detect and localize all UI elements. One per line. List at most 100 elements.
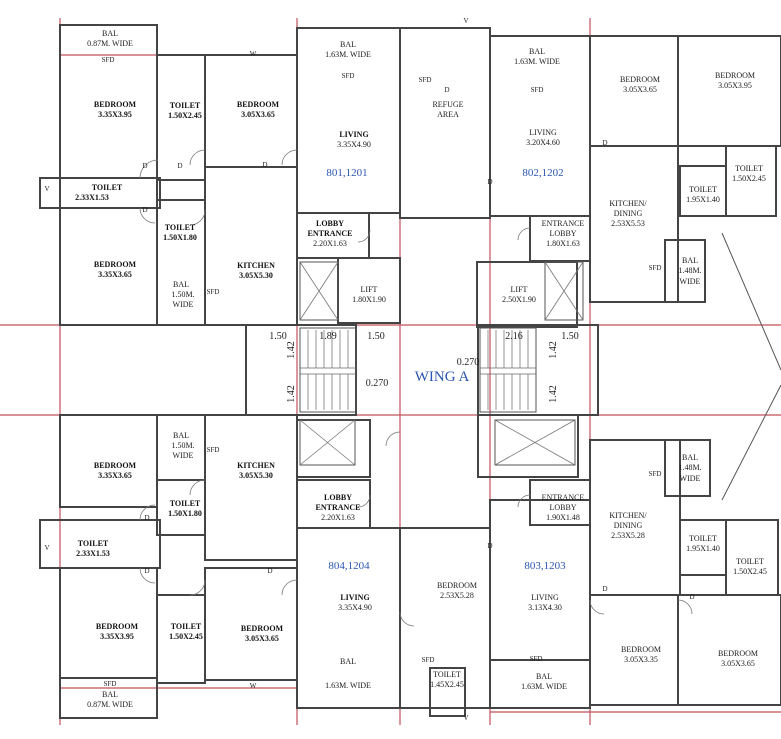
toilet-bot-b-label: TOILET xyxy=(78,539,109,548)
tag-v: V xyxy=(44,185,49,193)
bedroom-803-label: BEDROOM xyxy=(437,581,477,590)
toilet-803a-label: TOILET xyxy=(689,534,717,543)
bal-148-top-dim: 1.48M. xyxy=(678,266,701,275)
living-804-label: LIVING xyxy=(340,593,369,602)
living-803-dim: 3.13X4.30 xyxy=(528,603,562,612)
toilet-803b-label: TOILET xyxy=(736,557,764,566)
tag-d: D xyxy=(602,585,607,593)
tag-d: D xyxy=(602,139,607,147)
bal-802-label: BAL xyxy=(529,47,545,56)
bal-148-bot-dim2: WIDE xyxy=(680,474,701,483)
dim-270-a: 0.270 xyxy=(457,357,480,368)
dim-270-b: 0.270 xyxy=(366,378,389,389)
unit-802-label: 802,1202 xyxy=(522,167,563,179)
living-803-label: LIVING xyxy=(531,593,559,602)
living-802-dim: 3.20X4.60 xyxy=(526,138,560,147)
tag-v: V xyxy=(44,544,49,552)
bal-148-top-label: BAL xyxy=(682,256,698,265)
tag-d: D xyxy=(142,206,147,214)
bedroom-top-c-label: BEDROOM xyxy=(94,260,137,269)
lobby-804-dim: 2.20X1.63 xyxy=(321,513,355,522)
bal-150-bot-dim: 1.50M. xyxy=(171,441,194,450)
tag-v: V xyxy=(463,714,468,722)
tag-sfd: SFD xyxy=(419,76,432,84)
toilet-bot-c-dim: 1.50X1.80 xyxy=(168,509,202,518)
bal-801-dim: 1.63M. WIDE xyxy=(325,50,371,59)
tag-sfd: SFD xyxy=(102,56,115,64)
bedroom-802b-dim: 3.05X3.95 xyxy=(718,81,752,90)
bal-804-label: BAL xyxy=(340,657,356,666)
tag-d: D xyxy=(267,567,272,575)
bedroom-803b-dim: 3.05X3.65 xyxy=(721,659,755,668)
bal-150-bot-dim2: WIDE xyxy=(173,451,194,460)
core-dimensions: 1.50 1.89 1.50 2.16 1.50 1.42 1.42 1.42 … xyxy=(269,331,579,403)
bal-148-bot-label: BAL xyxy=(682,453,698,462)
toilet-bot-b-dim: 2.33X1.53 xyxy=(76,549,110,558)
kitchen-802-dim: 2.53X5.53 xyxy=(611,219,645,228)
kitchen-802-label: KITCHEN/ xyxy=(609,199,647,208)
bedroom-bot-a-dim: 3.35X3.95 xyxy=(100,632,134,641)
bedroom-802a-dim: 3.05X3.65 xyxy=(623,85,657,94)
tag-sfd: SFD xyxy=(649,264,662,272)
toilet-top-c-label: TOILET xyxy=(165,223,196,232)
lobby-801-dim: 2.20X1.63 xyxy=(313,239,347,248)
opening-tags: SFD SFD SFD SFD SFD SFD SFD SFD SFD SFD … xyxy=(44,17,694,722)
toilet-803a-dim: 1.95X1.40 xyxy=(686,544,720,553)
bal-148-bot-dim: 1.48M. xyxy=(678,463,701,472)
toilet-top-c-dim: 1.50X1.80 xyxy=(163,233,197,242)
bal-803-dim: 1.63M. WIDE xyxy=(521,682,567,691)
bedroom-802a-label: BEDROOM xyxy=(620,75,660,84)
kitchen-803-label-2: DINING xyxy=(614,521,643,530)
bedroom-803a-dim: 3.05X3.35 xyxy=(624,655,658,664)
bal-087-bot-dim: 0.87M. WIDE xyxy=(87,700,133,709)
bal-087-top-label: BAL xyxy=(102,29,118,38)
entrance-802-label: ENTRANCE xyxy=(542,219,585,228)
living-801-dim: 3.35X4.90 xyxy=(337,140,371,149)
lift-left-label: LIFT xyxy=(361,285,378,294)
unit-801-label: 801,1201 xyxy=(326,167,367,179)
tag-d: D xyxy=(444,86,449,94)
tag-sfd: SFD xyxy=(649,470,662,478)
entrance-803-dim: 1.90X1.48 xyxy=(546,513,580,522)
bedroom-803-dim: 2.53X5.28 xyxy=(440,591,474,600)
red-grid-lines xyxy=(0,18,781,725)
toilet-bot-a-label: TOILET xyxy=(171,622,202,631)
facade-diagonals xyxy=(721,232,781,501)
bedroom-803b-label: BEDROOM xyxy=(718,649,758,658)
tag-sfd: SFD xyxy=(342,72,355,80)
staircases xyxy=(299,327,537,413)
kitchen-bot-dim: 3.05X5.30 xyxy=(239,471,273,480)
unit-804-label: 804,1204 xyxy=(328,560,370,572)
bedroom-bot-b-label: BEDROOM xyxy=(241,624,284,633)
living-802-label: LIVING xyxy=(529,128,557,137)
refuge-label: REFUGE xyxy=(432,100,463,109)
dim-150-a: 1.50 xyxy=(269,331,287,342)
bal-148-top-dim2: WIDE xyxy=(680,277,701,286)
lobby-804-label: LOBBY xyxy=(324,493,352,502)
tag-d: D xyxy=(487,542,492,550)
bal-150-bot-label: BAL xyxy=(173,431,189,440)
dim-142-b: 1.42 xyxy=(286,385,297,403)
dim-189: 1.89 xyxy=(319,331,337,342)
bedroom-bot-a-label: BEDROOM xyxy=(96,622,139,631)
bedroom-bot-c-dim: 3.35X3.65 xyxy=(98,471,132,480)
toilet-bot-c-label: TOILET xyxy=(170,499,201,508)
kitchen-803-label: KITCHEN/ xyxy=(609,511,647,520)
bedroom-bot-b-dim: 3.05X3.65 xyxy=(245,634,279,643)
bal-801-label: BAL xyxy=(340,40,356,49)
wing-label: WING A xyxy=(415,369,470,385)
living-804-dim: 3.35X4.90 xyxy=(338,603,372,612)
toilet-bot-a-dim: 1.50X2.45 xyxy=(169,632,203,641)
dim-142-c: 1.42 xyxy=(548,341,559,359)
entrance-802-label-2: LOBBY xyxy=(549,229,576,238)
kitchen-top-dim: 3.05X5.30 xyxy=(239,271,273,280)
living-801-label: LIVING xyxy=(339,130,368,139)
bal-150-top-label: BAL xyxy=(173,280,189,289)
toilet-802b-dim: 1.95X1.40 xyxy=(686,195,720,204)
dim-142-a: 1.42 xyxy=(286,341,297,359)
bal-804-dim: 1.63M. WIDE xyxy=(325,681,371,690)
bal-150-top-dim2: WIDE xyxy=(173,300,194,309)
bal-087-bot-label: BAL xyxy=(102,690,118,699)
bedroom-803a-label: BEDROOM xyxy=(621,645,661,654)
